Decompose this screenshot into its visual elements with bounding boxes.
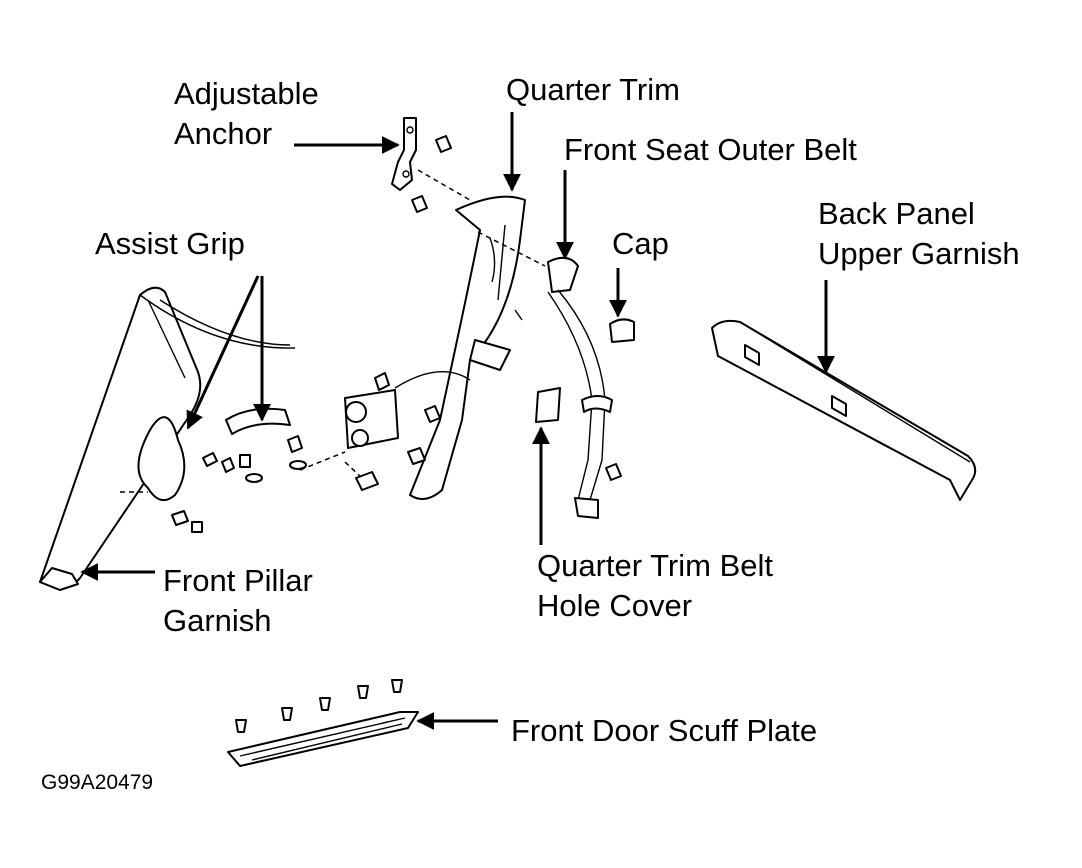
label-back-panel-upper-garnish-line2: Upper Garnish	[818, 236, 1020, 271]
cap-part	[609, 318, 635, 343]
label-front-pillar-garnish-line1: Front Pillar	[163, 563, 313, 598]
label-front-seat-outer-belt: Front Seat Outer Belt	[564, 132, 857, 167]
back-panel-upper-garnish-part	[711, 319, 977, 501]
screws-left	[120, 435, 363, 533]
label-back-panel-upper-garnish-line1: Back Panel	[818, 196, 975, 231]
label-front-pillar-garnish-line2: Garnish	[163, 603, 272, 638]
quarter-trim-part	[409, 195, 526, 500]
front-pillar-garnish-part	[39, 286, 296, 591]
label-assist-grip: Assist Grip	[95, 226, 245, 261]
assist-grip-part	[137, 407, 291, 502]
belt-hole-cover-part	[535, 387, 561, 423]
arrow-assist-grip-a	[186, 275, 260, 430]
front-seat-outer-belt-part	[477, 231, 622, 519]
figure-id: G99A20479	[41, 771, 154, 794]
belt-retractor-part	[344, 370, 471, 491]
leader-arrows	[80, 112, 835, 730]
label-front-door-scuff-plate: Front Door Scuff Plate	[511, 713, 818, 748]
label-quarter-trim-belt-hole-cover-line2: Hole Cover	[537, 588, 693, 623]
label-adjustable-anchor-line1: Adjustable	[174, 76, 319, 111]
label-cap: Cap	[612, 226, 669, 261]
front-door-scuff-plate-part	[227, 679, 419, 767]
adjustable-anchor-part	[391, 117, 471, 213]
label-quarter-trim: Quarter Trim	[506, 72, 680, 107]
label-quarter-trim-belt-hole-cover-line1: Quarter Trim Belt	[537, 548, 773, 583]
label-adjustable-anchor-line2: Anchor	[174, 116, 273, 151]
